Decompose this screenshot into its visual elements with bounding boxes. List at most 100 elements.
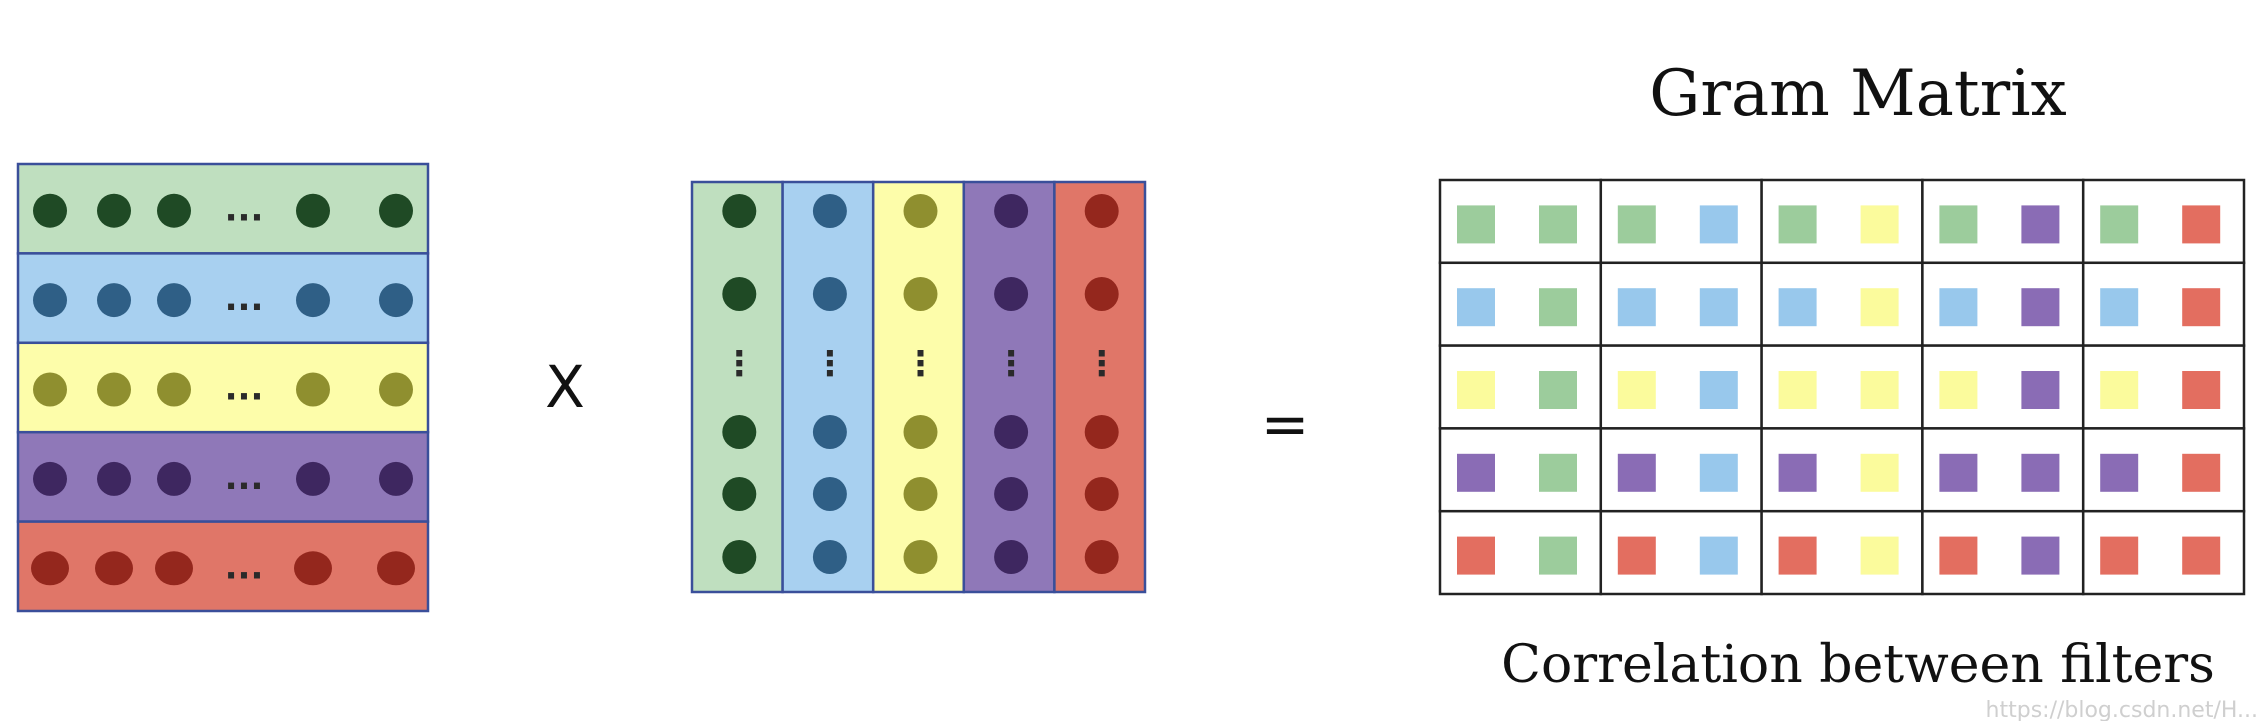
activation-dot — [994, 540, 1029, 574]
activation-dot — [994, 415, 1029, 449]
gram-matrix-title: Gram Matrix — [1649, 57, 2066, 131]
gram-matrix-grid — [1438, 178, 2246, 596]
activation-dot — [379, 283, 413, 318]
activation-dot — [1084, 477, 1119, 511]
activation-dot — [812, 415, 847, 449]
activation-dot — [994, 194, 1029, 228]
filter-square-purple — [2021, 288, 2060, 327]
filter-square-green — [1617, 205, 1656, 244]
activation-dot — [1084, 540, 1119, 574]
filter-square-green — [1778, 205, 1817, 244]
equals-operator: = — [1261, 390, 1310, 458]
activation-dot — [722, 415, 757, 449]
filter-square-purple — [1617, 453, 1656, 492]
activation-dot — [31, 551, 69, 586]
filter-square-red — [2182, 536, 2221, 575]
filter-column-blue: ⋮ — [781, 180, 875, 594]
activation-dot — [97, 193, 131, 228]
activation-dot — [379, 461, 413, 496]
filter-square-green — [1457, 205, 1495, 244]
filter-square-blue — [1939, 288, 1978, 327]
filter-row-green: ... — [16, 162, 430, 255]
activation-dot — [33, 461, 67, 496]
gram-cell — [1599, 261, 1763, 347]
filter-square-purple — [2021, 453, 2060, 492]
filter-square-blue — [1699, 536, 1738, 575]
filter-square-purple — [2100, 453, 2139, 492]
activation-dot — [33, 372, 67, 407]
filter-square-red — [2182, 205, 2221, 244]
filter-square-yellow — [1860, 205, 1899, 244]
filter-square-yellow — [1939, 371, 1978, 409]
gram-cell — [2081, 509, 2246, 596]
gram-cell — [1599, 178, 1763, 265]
activation-dot — [722, 194, 757, 228]
watermark-text: https://blog.csdn.net/H... — [1986, 698, 2258, 721]
activation-dot — [97, 372, 131, 407]
activation-dot — [33, 193, 67, 228]
activation-dot — [1084, 194, 1119, 228]
gram-cell — [1921, 344, 2085, 430]
filter-square-green — [1539, 453, 1577, 492]
gram-cell — [2081, 178, 2246, 265]
filter-row-purple: ... — [16, 430, 430, 523]
filter-column-red: ⋮ — [1053, 180, 1147, 594]
gram-cell — [1438, 344, 1603, 430]
activation-dot — [97, 461, 131, 496]
activation-dot — [95, 551, 133, 586]
filter-square-red — [1939, 536, 1978, 575]
filter-column-band — [690, 180, 784, 594]
column-vertical-dots: ⋮ — [1085, 344, 1119, 384]
activation-dot — [296, 283, 330, 318]
filter-column-band — [781, 180, 875, 594]
activation-dot — [97, 283, 131, 318]
activation-dot — [722, 540, 757, 574]
gram-cell — [1438, 427, 1603, 513]
filter-square-blue — [2100, 288, 2139, 327]
gram-matrix-caption: Correlation between filters — [1501, 635, 2215, 695]
row-ellipsis: ... — [225, 190, 264, 230]
gram-cell — [1599, 344, 1763, 430]
activation-dot — [296, 461, 330, 496]
column-vertical-dots: ⋮ — [722, 344, 756, 384]
activation-dot — [903, 194, 938, 228]
transposed-feature-map-matrix: ⋮ ⋮ ⋮ ⋮ ⋮ — [690, 180, 1147, 594]
filter-square-green — [1539, 536, 1577, 575]
filter-column-band — [962, 180, 1056, 594]
activation-dot — [903, 415, 938, 449]
activation-dot — [379, 193, 413, 228]
activation-dot — [903, 277, 938, 311]
row-ellipsis: ... — [225, 279, 264, 319]
gram-cell — [1438, 509, 1603, 596]
filter-square-purple — [2021, 205, 2060, 244]
row-ellipsis: ... — [225, 547, 264, 587]
activation-dot — [155, 551, 193, 586]
activation-dot — [812, 194, 847, 228]
gram-cell — [1760, 178, 1924, 265]
gram-cell — [1599, 427, 1763, 513]
filter-square-yellow — [1457, 371, 1495, 409]
filter-square-purple — [2021, 371, 2060, 409]
column-vertical-dots: ⋮ — [904, 344, 938, 384]
filter-square-red — [1778, 536, 1817, 575]
activation-dot — [1084, 277, 1119, 311]
activation-dot — [296, 193, 330, 228]
filter-square-red — [1617, 536, 1656, 575]
filter-square-blue — [1778, 288, 1817, 327]
filter-square-blue — [1699, 371, 1738, 409]
column-vertical-dots: ⋮ — [813, 344, 847, 384]
activation-dot — [379, 372, 413, 407]
filter-square-purple — [1778, 453, 1817, 492]
filter-square-red — [2182, 453, 2221, 492]
gram-cell — [1438, 178, 1603, 265]
gram-cell — [1599, 509, 1763, 596]
column-vertical-dots: ⋮ — [994, 344, 1028, 384]
filter-square-yellow — [2100, 371, 2139, 409]
filter-column-yellow: ⋮ — [871, 180, 966, 594]
filter-square-green — [1539, 288, 1577, 327]
activation-dot — [722, 277, 757, 311]
gram-cell — [1921, 261, 2085, 347]
gram-cell — [2081, 344, 2246, 430]
activation-dot — [294, 551, 332, 586]
activation-dot — [812, 477, 847, 511]
